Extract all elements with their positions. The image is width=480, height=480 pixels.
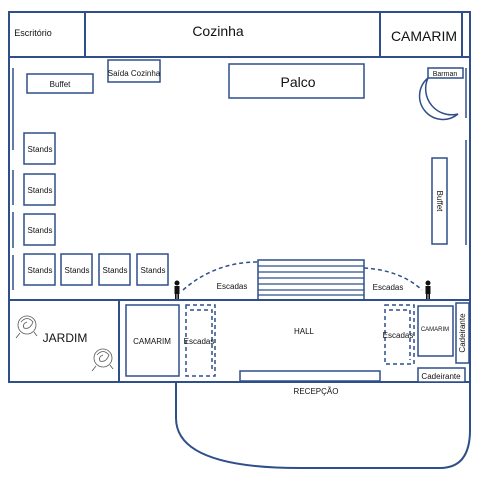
stand-2 — [23, 173, 56, 206]
building-outline — [8, 11, 471, 383]
hall-label: HALL — [294, 327, 315, 336]
stairs-left-bottom — [185, 304, 216, 377]
barman-label: Barman — [433, 71, 458, 78]
buffet-left-label: Buffet — [50, 80, 72, 89]
stand-7-label: Stands — [141, 266, 166, 275]
stand-7 — [136, 253, 169, 286]
stairs-right-top-label: Escadas — [373, 283, 404, 292]
buffet-right-label: Buffet — [435, 191, 444, 213]
stand-3 — [23, 213, 56, 246]
kitchen-exit — [107, 59, 161, 83]
stand-6 — [98, 253, 131, 286]
dressing-top-label: CAMARIM — [391, 28, 457, 44]
wheelchair-ramp-horizontal — [417, 367, 466, 383]
central-stairs — [257, 259, 365, 301]
kitchen-exit-label: Saída Cozinha — [108, 69, 161, 78]
left-stair-path — [182, 261, 259, 291]
garden-label: JARDIM — [43, 331, 88, 345]
stairs-left-bottom-label: Escadas — [184, 337, 215, 346]
dressing-left-label: CAMARIM — [133, 337, 171, 346]
rose-icon — [15, 315, 38, 339]
stairs-left-top-label: Escadas — [217, 282, 248, 291]
dressing-left — [125, 304, 180, 377]
stairs-right-bottom — [384, 304, 415, 365]
barman-box — [427, 67, 464, 79]
reception-label: RECEPÇÃO — [294, 387, 339, 396]
person-icon — [425, 280, 431, 299]
dressing-right — [417, 305, 454, 357]
stand-3-label: Stands — [28, 226, 53, 235]
wheelchair-ramp-vertical-label: Cadeirante — [458, 313, 467, 353]
moon-icon — [418, 77, 459, 121]
buffet-right — [431, 157, 448, 245]
right-stair-path — [363, 267, 423, 291]
stand-5 — [60, 253, 93, 286]
dressing-right-label: CAMARIM — [421, 327, 449, 333]
reception-area — [175, 382, 471, 469]
stand-4 — [23, 253, 56, 286]
central-stairs-outline — [257, 259, 365, 301]
kitchen-label: Cozinha — [192, 23, 244, 39]
person-icon — [174, 280, 180, 299]
stairs-left-bottom-inner — [190, 309, 213, 372]
stand-1-label: Stands — [28, 145, 53, 154]
stage-label: Palco — [280, 74, 315, 90]
reception-counter — [239, 370, 381, 382]
office-label: Escritório — [14, 28, 52, 38]
stairs-right-bottom-inner — [389, 309, 411, 360]
wheelchair-ramp-vertical — [455, 302, 470, 364]
stand-4-label: Stands — [28, 266, 53, 275]
buffet-left — [26, 73, 94, 94]
rose-icon — [91, 348, 114, 372]
stand-2-label: Stands — [28, 186, 53, 195]
stand-5-label: Stands — [65, 266, 90, 275]
stand-6-label: Stands — [103, 266, 128, 275]
wheelchair-ramp-horizontal-label: Cadeirante — [421, 372, 461, 381]
stand-1 — [23, 132, 56, 165]
stage — [228, 63, 365, 99]
stairs-right-bottom-label: Escadas — [383, 331, 414, 340]
